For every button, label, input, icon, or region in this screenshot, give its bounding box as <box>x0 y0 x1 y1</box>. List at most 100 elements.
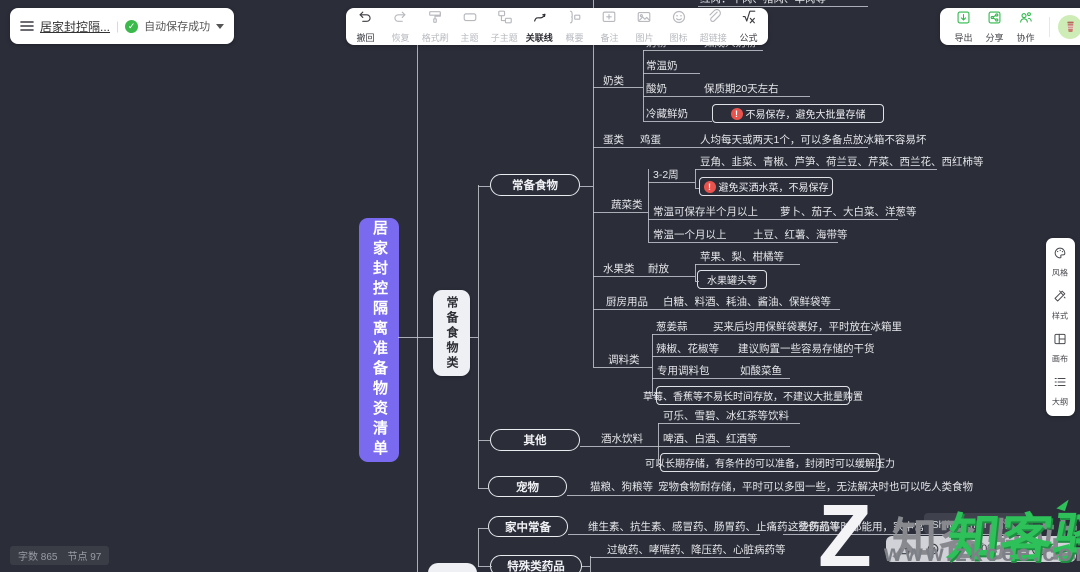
connector-line <box>478 528 479 567</box>
mindmap-node-seasoning-cat[interactable]: 调料类 <box>608 354 640 367</box>
node-text: 常温奶 <box>646 60 678 72</box>
toolbar-button-redo[interactable]: 恢复 <box>383 9 418 44</box>
toolbar-button-icon[interactable]: 图标 <box>661 9 696 44</box>
mindmap-node-egg[interactable]: 鸡蛋 <box>640 134 661 147</box>
mindmap-node-veg-half-month-list[interactable]: 萝卜、茄子、大白菜、洋葱等 <box>780 206 917 219</box>
toolbar-button-subtopic[interactable]: 子主题 <box>487 9 522 44</box>
panel-button-canvas[interactable]: 画布 <box>1051 332 1069 365</box>
mindmap-node-special-meds-list[interactable]: 过敏药、哮喘药、降压药、心脏病药等 <box>607 544 786 557</box>
mindmap-node-soft-drinks[interactable]: 可乐、雪碧、冰红茶等饮料 <box>663 410 789 423</box>
mindmap-node-dry-spice-note[interactable]: 建议购置一些容易存储的干货 <box>738 343 875 356</box>
mindmap-node-egg-note[interactable]: 人均每天或两天1个，可以多备点放冰箱不容易坏 <box>700 134 926 147</box>
zoom-in-button[interactable]: + <box>1011 542 1019 556</box>
mindmap-node-seasoning-pack[interactable]: 专用调料包 <box>657 365 710 378</box>
mindmap-node-egg-cat[interactable]: 蛋类 <box>603 134 624 147</box>
mindmap-node-veg-month-list[interactable]: 土豆、红薯、海带等 <box>753 229 848 242</box>
node-text: 常温可保存半个月以上 <box>653 206 758 218</box>
reward-cup-button[interactable] <box>1058 14 1080 39</box>
mindmap-node-meds-list[interactable]: 维生素、抗生素、感冒药、肠胃药、止痛药、烫伤药等 <box>588 521 840 534</box>
locate-center-icon[interactable] <box>926 542 940 556</box>
hamburger-menu-icon[interactable] <box>20 19 34 33</box>
zoom-out-button[interactable]: − <box>954 542 962 556</box>
mindmap-node-dairy-cat[interactable]: 奶类 <box>603 75 624 88</box>
mindmap-node-fruit-list[interactable]: 苹果、梨、柑橘等 <box>700 251 784 264</box>
mindmap-node-yogurt-note[interactable]: 保质期20天左右 <box>704 83 779 96</box>
toolbar-button-format-painter[interactable]: 格式刷 <box>418 9 453 44</box>
panel-label: 大纲 <box>1052 397 1069 407</box>
share-button[interactable]: 分享 <box>979 10 1010 44</box>
panel-button-theme-style[interactable]: 风格 <box>1051 246 1069 279</box>
mindmap-node-pet-food[interactable]: 猫粮、狗粮等 <box>590 481 653 494</box>
toolbar-button-topic[interactable]: 主题 <box>452 9 487 44</box>
mindmap-node-yogurt[interactable]: 酸奶 <box>646 83 667 96</box>
panel-button-node-style[interactable]: 样式 <box>1051 289 1069 322</box>
mindmap-node-scallion-note[interactable]: 买来后均用保鲜袋裹好，平时放在冰箱里 <box>713 321 902 334</box>
mindmap-node-chilled-milk-warning[interactable]: !不易保存，避免大批量存储 <box>712 104 884 123</box>
mindmap-node-berry-note[interactable]: 草莓、香蕉等不易长时间存放，不建议大批量购置 <box>643 386 863 405</box>
mindmap-root-node[interactable]: 居家封控隔离准备物资清单 <box>359 218 399 462</box>
help-icon[interactable]: ? <box>1032 542 1047 556</box>
node-text: 常温一个月以上 <box>653 229 727 241</box>
connector-line <box>695 169 937 170</box>
mindmap-node-meds-note[interactable]: 这些药品平时都能用，家中常 <box>788 521 925 534</box>
mindmap-node-chilled-milk[interactable]: 冷藏鲜奶 <box>646 108 688 121</box>
toolbar-button-image[interactable]: 图片 <box>627 9 662 44</box>
mindmap-node-fruit-canned[interactable]: 水果罐头等 <box>697 270 767 289</box>
mindmap-clipped-node[interactable] <box>428 563 477 572</box>
right-tool-panel: 风格样式画布大纲 <box>1046 238 1075 416</box>
export-icon <box>956 10 971 30</box>
mindmap-node-alcohol-note[interactable]: 可以长期存储，有条件的可以准备，封闭时可以缓解压力 <box>645 453 895 472</box>
mindmap-node-drinks-cat[interactable]: 酒水饮料 <box>601 433 643 446</box>
toolbar-button-summary[interactable]: 概要 <box>557 9 592 44</box>
mindmap-node-dry-spice[interactable]: 辣椒、花椒等 <box>656 343 719 356</box>
node-text: 萝卜、茄子、大白菜、洋葱等 <box>780 206 917 218</box>
mindmap-node-veg-weeks-list[interactable]: 豆角、韭菜、青椒、芦笋、荷兰豆、芹菜、西兰花、西红柿等 <box>700 156 984 169</box>
zoom-level[interactable]: 50% <box>975 543 998 555</box>
mindmap-node-other[interactable]: 其他 <box>490 429 580 451</box>
lock-canvas-icon[interactable] <box>898 542 912 556</box>
mindmap-node-seasoning-pack-note[interactable]: 如酸菜鱼 <box>740 365 782 378</box>
document-title[interactable]: 居家封控隔... <box>40 19 111 34</box>
connector-line <box>593 309 840 310</box>
toolbar-button-relation-line[interactable]: 关联线 <box>522 9 557 44</box>
mindmap-node-kitchen-cat[interactable]: 厨房用品 <box>606 296 648 309</box>
mindmap-node-meat-note[interactable]: 红肉：牛肉、猪肉、羊肉等 <box>700 0 826 6</box>
connector-line <box>648 169 649 242</box>
export-button[interactable]: 导出 <box>948 10 979 44</box>
mindmap-node-kitchen-list[interactable]: 白糖、料酒、耗油、酱油、保鲜袋等 <box>663 296 831 309</box>
mindmap-node-scallion[interactable]: 葱姜蒜 <box>656 321 688 334</box>
mindmap-node-veg-cat[interactable]: 蔬菜类 <box>611 199 643 212</box>
node-text: 水果罐头等 <box>707 276 757 287</box>
connector-line <box>478 566 492 567</box>
toolbar-button-hyperlink[interactable]: 超链接 <box>696 8 731 44</box>
toolbar-button-formula[interactable]: 公式 <box>731 9 766 44</box>
mindmap-category-node[interactable]: 常备食物类 <box>433 290 470 376</box>
toolbar-button-note[interactable]: 备注 <box>592 9 627 44</box>
mindmap-node-home-meds[interactable]: 家中常备 <box>488 516 568 537</box>
mindmap-node-alcohol[interactable]: 啤酒、白酒、红酒等 <box>663 433 758 446</box>
mindmap-node-veg-half-month[interactable]: 常温可保存半个月以上 <box>653 206 758 219</box>
mindmap-node-pet-food-note[interactable]: 宠物食物耐存储，平时可以多囤一些，无法解决时也可以吃人类食物 <box>658 481 973 494</box>
hyperlink-icon <box>706 8 722 30</box>
mindmap-node-veg-month[interactable]: 常温一个月以上 <box>653 229 727 242</box>
connector-line <box>695 281 699 282</box>
connector-line <box>643 121 712 122</box>
connector-line <box>652 395 656 396</box>
mindmap-node-special-meds[interactable]: 特殊类药品 <box>490 555 582 572</box>
mindmap-node-pets[interactable]: 宠物 <box>488 476 567 497</box>
connector-line <box>567 495 875 496</box>
collab-button[interactable]: 协作 <box>1010 10 1041 44</box>
mindmap-node-room-temp-milk[interactable]: 常温奶 <box>646 60 678 73</box>
mindmap-node-veg-weeks[interactable]: 3-2周 <box>653 169 679 182</box>
canvas-icon <box>1053 332 1067 351</box>
close-icon[interactable]: × <box>1018 517 1025 530</box>
mindmap-node-fruit-cat[interactable]: 水果类 <box>603 263 635 276</box>
toolbar-button-undo[interactable]: 撤回 <box>348 9 383 44</box>
mindmap-node-veg-warning[interactable]: !避免买洒水菜，不易保存 <box>699 177 833 196</box>
mindmap-node-fruit-durable[interactable]: 耐放 <box>648 263 669 276</box>
chevron-down-icon[interactable] <box>216 23 225 29</box>
toolbar-label: 子主题 <box>491 33 519 44</box>
mindmap-node-staple-food[interactable]: 常备食物 <box>490 174 580 196</box>
panel-button-outline[interactable]: 大纲 <box>1051 375 1069 408</box>
